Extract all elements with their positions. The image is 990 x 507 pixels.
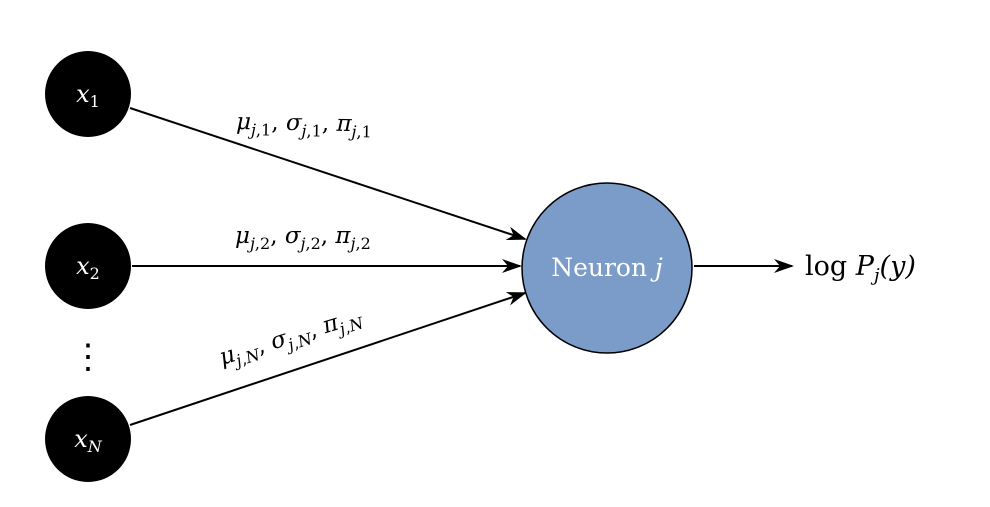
input-xN-sub: N (87, 437, 103, 456)
svg-text:x1: x1 (76, 80, 100, 111)
input-x2-base: x (76, 252, 90, 280)
edge-xN-neuron (129, 292, 527, 426)
input-x1-sub: 1 (90, 92, 100, 111)
input-xN-base: x (74, 425, 88, 453)
svg-text:xN: xN (74, 425, 103, 456)
vertical-ellipsis: ⋮ (71, 337, 105, 377)
edge-label-N: μj,N, σj,N, πj,N (216, 303, 367, 375)
edge-x1-neuron (129, 107, 527, 240)
edge-label-2: μj,2, σj,2, πj,2 (235, 223, 371, 253)
svg-text:x2: x2 (76, 252, 100, 283)
input-node-x1: x1 (45, 51, 131, 137)
output-label: log Pj(y) (805, 251, 916, 286)
svg-text:Neuron j: Neuron j (551, 253, 663, 282)
input-node-xN: xN (45, 396, 131, 482)
input-x1-base: x (76, 80, 90, 108)
neuron-word: Neuron (551, 253, 647, 282)
input-node-x2: x2 (45, 223, 131, 309)
edge-label-1: μj,1, σj,1, πj,1 (236, 109, 372, 141)
input-x2-sub: 2 (90, 264, 100, 283)
neuron-node: Neuron j (521, 182, 693, 354)
